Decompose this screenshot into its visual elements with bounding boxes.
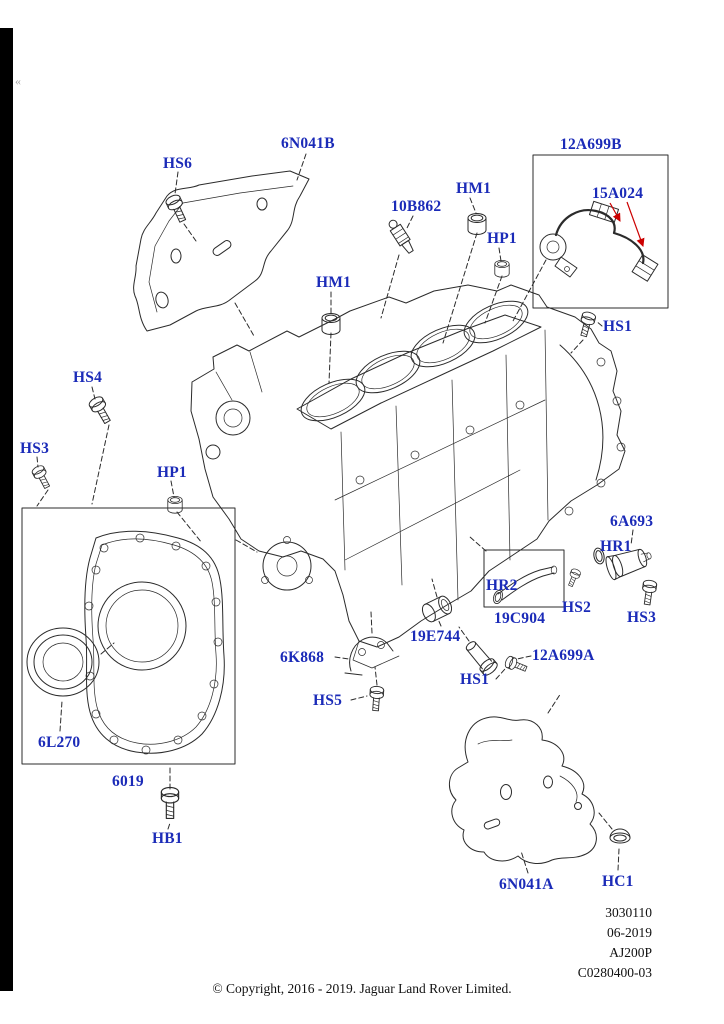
bracket-6k868: [344, 636, 394, 676]
drawing-number: 3030110: [605, 905, 652, 920]
gasket-6n041a: [449, 716, 597, 864]
part-label-hs5[interactable]: HS5: [313, 692, 343, 709]
part-label-6k868[interactable]: 6K868: [280, 649, 325, 666]
bolt-hs2: [565, 567, 582, 589]
bolt-hs6: [164, 192, 191, 225]
part-label-hc1[interactable]: HC1: [602, 873, 634, 890]
part-label-hs1-bottom[interactable]: HS1: [460, 671, 490, 688]
bushing-19e744: [421, 595, 453, 623]
bolt-hs3-right: [639, 579, 658, 606]
engine-code: AJ200P: [609, 945, 652, 960]
copyright-text: © Copyright, 2016 - 2019. Jaguar Land Ro…: [212, 981, 512, 996]
engine-block: [190, 284, 626, 669]
sensor-10b862: [388, 219, 414, 254]
part-label-hs3-left[interactable]: HS3: [20, 440, 50, 457]
part-label-6n041b[interactable]: 6N041B: [281, 135, 335, 152]
bolt-hs4: [87, 394, 115, 427]
plug-6a693: [605, 548, 652, 581]
drawing-date: 06-2019: [607, 925, 652, 940]
bolt-hs1-bottom: [503, 654, 529, 675]
sensor-12a699a: [465, 641, 498, 676]
margin-mark: «: [15, 74, 21, 88]
part-label-hm1-top[interactable]: HM1: [456, 180, 492, 197]
left-edge-bar: [0, 28, 13, 991]
part-label-hp1-left[interactable]: HP1: [157, 464, 187, 481]
part-label-hr1[interactable]: HR1: [600, 538, 632, 555]
part-label-hs1-top[interactable]: HS1: [603, 318, 633, 335]
part-label-12a699a[interactable]: 12A699A: [532, 647, 595, 664]
part-label-10b862[interactable]: 10B862: [391, 198, 442, 215]
crank-seal-6l270: [26, 627, 100, 697]
cup-plug-hm1-top: [467, 213, 487, 235]
timing-cover-box-6019: [21, 507, 236, 765]
dome-plug-hc1: [609, 828, 631, 844]
cup-plug-hp1-top: [494, 259, 510, 278]
heat-shield-gasket-6n041b: [133, 170, 310, 332]
cup-plug-hp1-left: [167, 495, 183, 514]
part-label-15a024[interactable]: 15A024: [592, 185, 644, 202]
sensor-box-12a699b: [532, 154, 669, 309]
part-label-hm1-left[interactable]: HM1: [316, 274, 352, 291]
part-label-hs4[interactable]: HS4: [73, 369, 103, 386]
part-label-hb1[interactable]: HB1: [152, 830, 183, 847]
part-label-6l270[interactable]: 6L270: [38, 734, 81, 751]
bolt-hb1: [160, 786, 180, 820]
bolt-hs3-left: [30, 463, 54, 491]
part-label-hs6[interactable]: HS6: [163, 155, 193, 172]
part-label-hp1-top[interactable]: HP1: [487, 230, 517, 247]
drawing-ref: C0280400-03: [577, 965, 652, 980]
part-label-12a699b[interactable]: 12A699B: [560, 136, 622, 153]
part-label-19e744[interactable]: 19E744: [410, 628, 461, 645]
bolt-hs5: [368, 685, 385, 712]
part-label-6019[interactable]: 6019: [112, 773, 144, 790]
part-label-19c904[interactable]: 19C904: [494, 610, 546, 627]
drawing-info-block: 3030110 06-2019 AJ200P C0280400-03: [578, 903, 652, 983]
red-arrows-15a024: [609, 201, 645, 247]
part-label-6n041a[interactable]: 6N041A: [499, 876, 554, 893]
part-label-hr2[interactable]: HR2: [486, 577, 518, 594]
part-label-hs2[interactable]: HS2: [562, 599, 592, 616]
oil-tube-box-19c904: [483, 549, 565, 608]
leader-lines: [36, 153, 634, 874]
part-label-hs3-right[interactable]: HS3: [627, 609, 657, 626]
part-label-6a693[interactable]: 6A693: [610, 513, 654, 530]
